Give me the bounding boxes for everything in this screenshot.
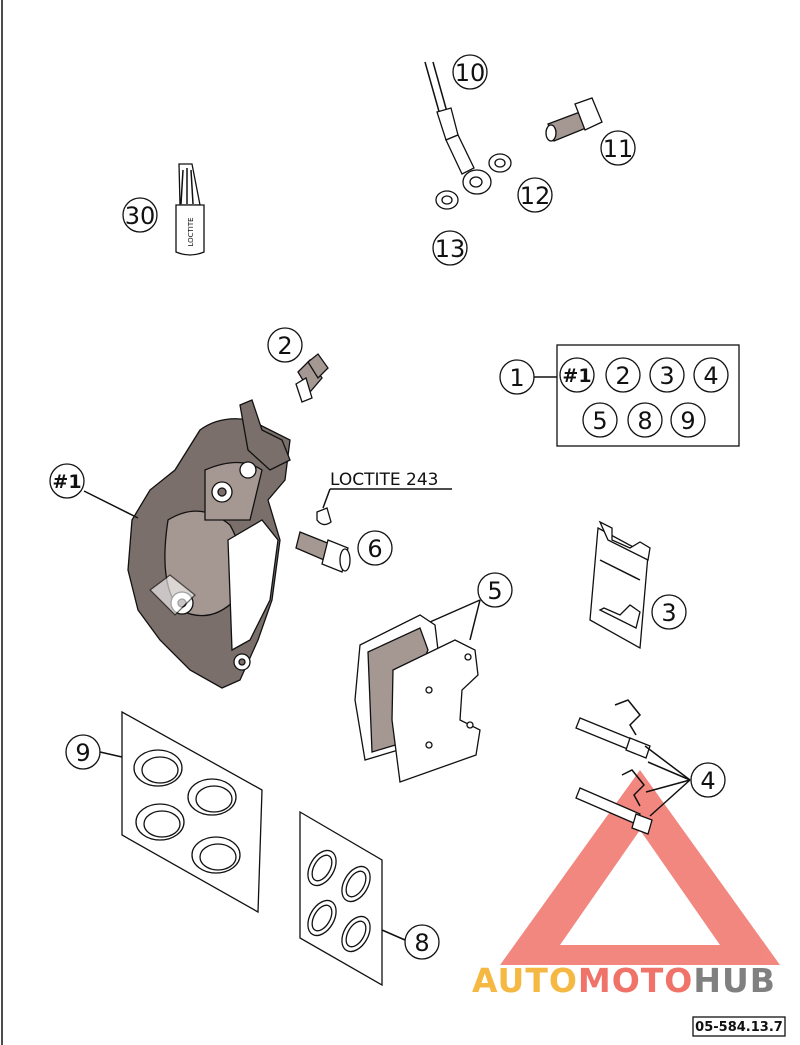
callout-5: 5: [487, 577, 502, 605]
callout-4-circle: [690, 762, 726, 798]
tube-body: [175, 204, 205, 256]
callout-4: 4: [700, 767, 715, 795]
kit-item: 8: [637, 407, 652, 435]
pin-upper: [575, 717, 635, 751]
brake-caliper: [127, 399, 291, 689]
callout-9: 9: [75, 739, 90, 767]
callout-1: 1: [509, 364, 524, 392]
callout-30-circle: [122, 197, 158, 233]
brake-line: [424, 61, 492, 195]
watermark-inner: [600, 860, 690, 935]
bleed-valve: [295, 353, 329, 403]
callout-11: 11: [603, 135, 634, 163]
kit-box-items: #1 2 3 4 5 8 9: [559, 357, 729, 438]
pistons: [133, 749, 241, 874]
callout-13: 13: [435, 235, 466, 263]
callout-30: 30: [125, 202, 156, 230]
drawing-number: 05-584.13.7: [695, 1020, 783, 1035]
brake-pads: [354, 614, 481, 783]
callout-13-circle: [432, 230, 468, 266]
callout-2-circle: [267, 327, 303, 363]
line-fitting: [436, 107, 459, 141]
kit-item: #1: [562, 365, 591, 387]
pad-spring: [589, 520, 651, 650]
loctite-tube: LOCTITE: [175, 163, 205, 256]
callout-2: 2: [277, 332, 292, 360]
line-banjo-neck: [445, 134, 475, 175]
callout-5-circle: [477, 572, 513, 608]
brake-pad-front: [391, 639, 481, 783]
kit-item: 4: [703, 362, 718, 390]
kit-item: 5: [592, 407, 607, 435]
kit-item: 9: [680, 407, 695, 435]
loctite-243-label: LOCTITE 243: [330, 470, 439, 490]
callout-8-circle: [404, 924, 440, 960]
callout-12-circle: [517, 177, 553, 213]
bolt-head: [574, 97, 603, 131]
kit-item: 2: [615, 362, 630, 390]
callout-6: 6: [367, 535, 382, 563]
callout-1-circle: [499, 359, 535, 395]
watermark-logo: [500, 770, 780, 965]
caliper-piston-face: [227, 519, 279, 652]
callout-caliper-circle: [49, 463, 85, 499]
callout-10-circle: [452, 54, 488, 90]
callout-caliper: #1: [52, 471, 81, 493]
callout-10: 10: [455, 59, 486, 87]
callout-11-circle: [600, 130, 636, 166]
kit-item: 3: [659, 362, 674, 390]
banjo-bolt: [545, 97, 603, 142]
callout-3: 3: [661, 599, 676, 627]
seal-card: [299, 810, 383, 987]
watermark-text: AUTOMOTOHUB: [472, 961, 776, 1000]
seals: [307, 849, 371, 953]
caliper-bolt: [295, 531, 351, 573]
tube-label: LOCTITE: [187, 217, 195, 246]
watermark-triangle: [500, 770, 780, 965]
callout-9-circle: [65, 734, 101, 770]
callout-6-circle: [357, 530, 393, 566]
callout-8: 8: [414, 929, 429, 957]
drawing-number-box: [692, 1016, 786, 1037]
callout-3-circle: [651, 594, 687, 630]
pad-pins: [575, 699, 653, 835]
loctite-drop-icon: [316, 507, 332, 526]
callout-12: 12: [520, 182, 551, 210]
